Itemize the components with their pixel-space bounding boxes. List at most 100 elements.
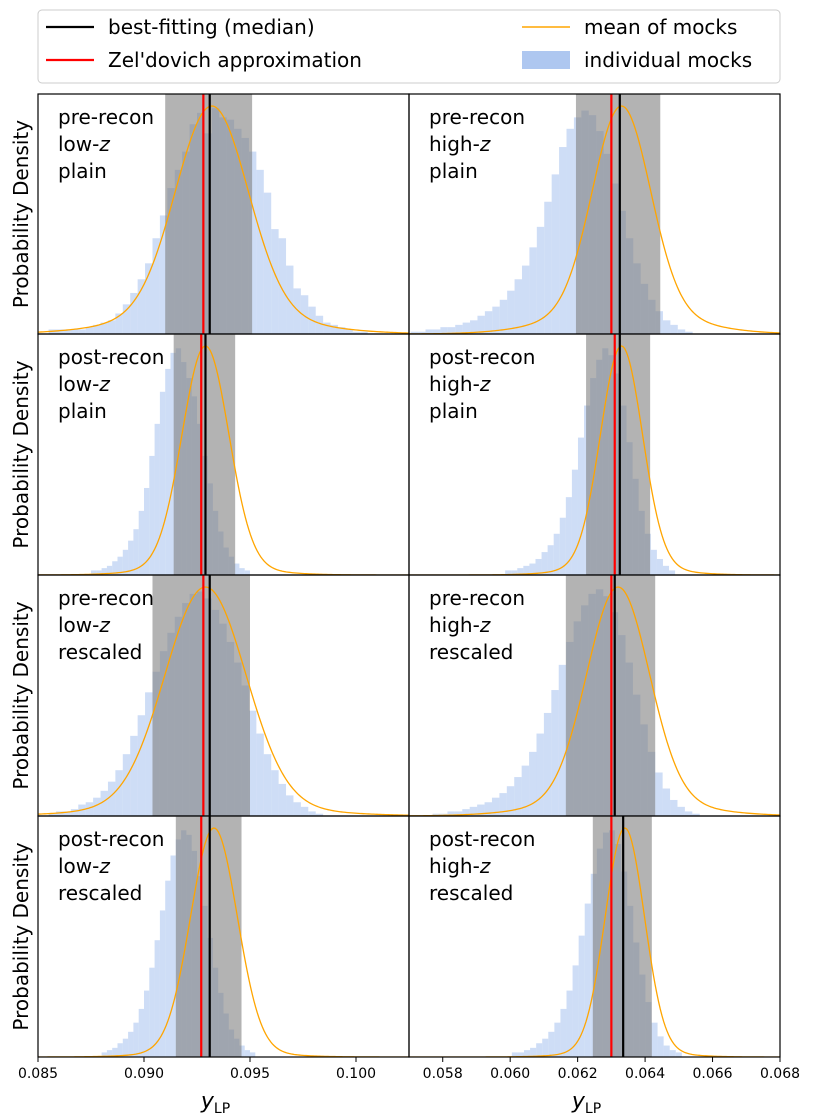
histogram-bar (101, 568, 107, 575)
panel-label-line: plain (429, 399, 478, 423)
histogram-bar (63, 329, 71, 334)
histogram-bar (477, 804, 485, 816)
histogram-bar (663, 1045, 670, 1057)
panel-label-line: high-z (429, 613, 491, 637)
confidence-band (575, 94, 661, 334)
x-tick-label: 0.090 (124, 1066, 164, 1082)
x-tick-label: 0.066 (692, 1066, 732, 1082)
histogram-bar (529, 563, 536, 575)
histogram-bar (559, 147, 567, 334)
histogram-bar (670, 799, 678, 816)
histogram-bar (130, 735, 138, 816)
histogram-bar (543, 712, 552, 816)
histogram-bar (122, 304, 131, 334)
histogram-bar (93, 797, 101, 816)
x-tick-label: 0.064 (625, 1066, 665, 1082)
histogram-bar (128, 540, 134, 575)
panel-label-line: high-z (429, 854, 491, 878)
histogram-bar (106, 1050, 113, 1057)
legend-item: individual mocks (522, 48, 752, 72)
histogram-bar (85, 802, 94, 816)
histogram-bar (138, 510, 144, 575)
histogram-bar (271, 770, 279, 816)
x-tick-label: 0.062 (558, 1066, 598, 1082)
histogram-bar (337, 327, 346, 334)
histogram-bar (93, 324, 101, 334)
histogram-bar (170, 352, 176, 575)
histogram-bar (455, 324, 463, 334)
panel-plot-area (409, 334, 780, 575)
histogram-bar (145, 692, 153, 816)
histogram-bar (101, 1052, 107, 1057)
histogram-bar (300, 806, 309, 816)
histogram-bar (544, 201, 552, 334)
panel-label-line: post-recon (58, 827, 164, 851)
histogram-bar (56, 329, 64, 334)
histogram-bar (271, 229, 279, 334)
panel-label-line: pre-recon (58, 105, 154, 129)
panel-plot-area (409, 94, 780, 334)
legend-item: best-fitting (median) (46, 15, 315, 39)
panel-label-line: rescaled (58, 640, 142, 664)
y-axis-label: Probability Density (9, 360, 33, 548)
histogram-bar (315, 315, 324, 334)
histogram-bar (165, 368, 171, 575)
histogram-bar (152, 238, 160, 334)
redshift-symbol: z (479, 132, 491, 156)
panel-label-line: post-recon (429, 345, 535, 369)
histogram-bar (293, 802, 301, 816)
histogram-bar (650, 549, 657, 575)
histogram-bar (48, 813, 57, 816)
histogram-bar (692, 813, 700, 816)
histogram-bar (566, 128, 574, 334)
histogram-bar (447, 327, 456, 334)
histogram-bar (499, 793, 507, 816)
histogram-bar (657, 1036, 664, 1057)
histogram-bar (360, 331, 368, 334)
redshift-symbol: z (98, 613, 110, 637)
histogram-bar (149, 455, 155, 575)
histogram-bar (278, 783, 287, 816)
histogram-bar (670, 324, 678, 334)
histogram-bar (432, 329, 441, 334)
histogram-bar (145, 263, 153, 334)
panel-label-line: plain (58, 399, 107, 423)
redshift-symbol: z (98, 132, 110, 156)
mean-curve (38, 586, 409, 816)
histogram-bar (250, 1052, 256, 1057)
histogram-bar (138, 1008, 144, 1057)
redshift-symbol: z (479, 854, 491, 878)
histogram-bar (133, 1022, 139, 1057)
histogram-bar (308, 811, 316, 816)
histogram-bar (511, 1052, 518, 1057)
x-axis-label-subscript: LP (214, 1101, 230, 1117)
histogram-bar (492, 306, 500, 334)
histogram-bar (137, 715, 146, 816)
histogram-bar (128, 1031, 134, 1057)
histogram-bar (165, 880, 171, 1057)
histogram-bar (300, 295, 309, 334)
histogram-bar (133, 529, 139, 575)
y-axis-label: Probability Density (9, 842, 33, 1030)
histogram-bar (440, 327, 448, 334)
histogram-bar (263, 192, 272, 334)
panel-plot-area (38, 94, 409, 334)
panel-label-line: low-z (58, 132, 110, 156)
y-axis-label: Probability Density (9, 120, 33, 308)
histogram-bar (159, 910, 166, 1057)
histogram-bar (558, 664, 567, 816)
redshift-symbol: z (98, 372, 110, 396)
histogram-bar (447, 811, 455, 816)
histogram-bar (462, 322, 471, 334)
histogram-bar (256, 733, 264, 816)
histogram-bar (330, 324, 338, 334)
histogram-bar (566, 990, 573, 1057)
histogram-bar (112, 1047, 118, 1057)
x-tick-label: 0.068 (760, 1066, 800, 1082)
histogram-bar (535, 558, 542, 575)
redshift-symbol: z (98, 854, 110, 878)
legend-label: individual mocks (584, 48, 752, 72)
histogram-bar (315, 813, 324, 816)
x-tick-label: 0.095 (230, 1066, 270, 1082)
